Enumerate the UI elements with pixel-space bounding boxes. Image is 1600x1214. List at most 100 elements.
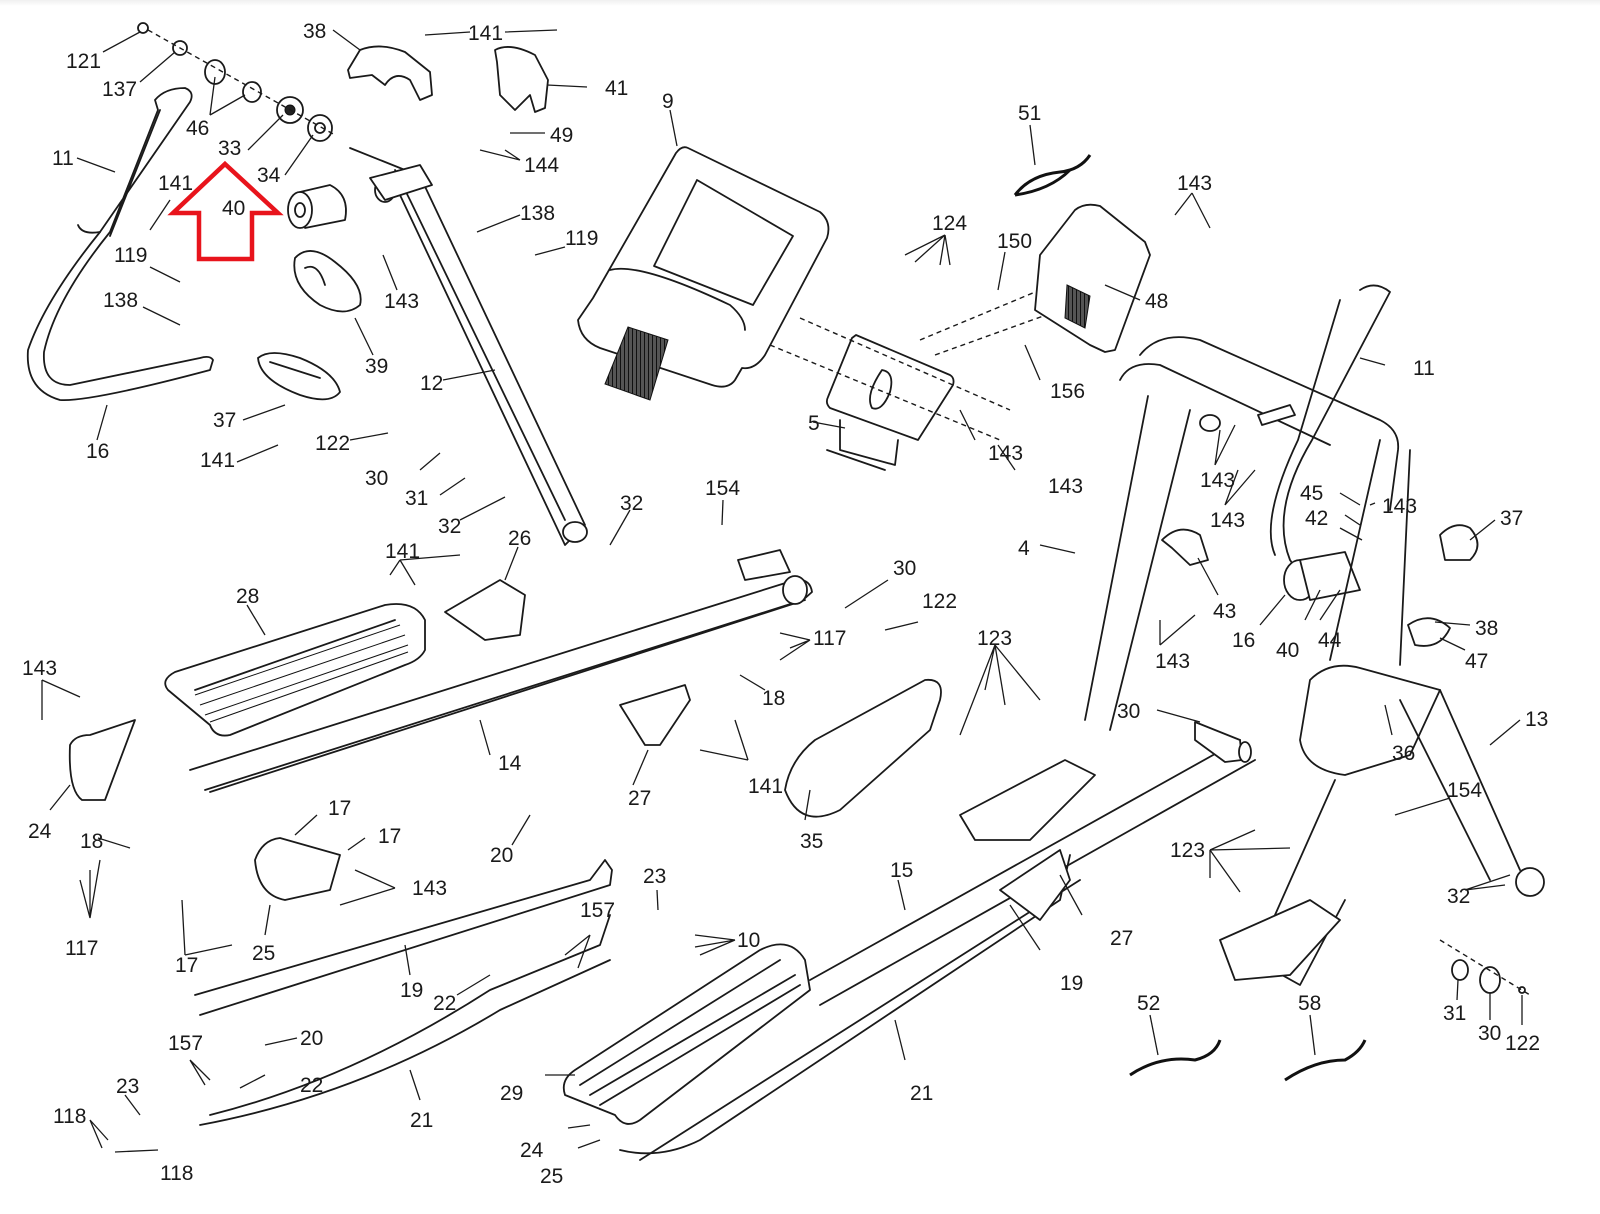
part-label-32: 32 <box>1447 885 1470 908</box>
part-label-24: 24 <box>520 1139 544 1162</box>
part-label-143: 143 <box>1200 469 1235 492</box>
part-29-right-pedal <box>562 943 811 1125</box>
part-label-11: 11 <box>52 147 74 170</box>
part-label-27: 27 <box>628 787 651 810</box>
part-label-40: 40 <box>222 197 245 220</box>
part-label-22: 22 <box>300 1074 323 1097</box>
part-label-4: 4 <box>1018 537 1030 560</box>
part-label-143: 143 <box>1048 475 1083 498</box>
part-label-157: 157 <box>168 1032 203 1055</box>
part-label-12: 12 <box>420 372 443 395</box>
part-30-axle-right <box>1194 721 1252 763</box>
part-43-bracket <box>1161 528 1209 566</box>
pivot-hardware-stack <box>137 22 336 142</box>
part-14-pedal-arm <box>189 549 813 793</box>
part-label-156: 156 <box>1050 380 1085 403</box>
part-label-13: 13 <box>1525 708 1548 731</box>
right-rail-15-21 <box>619 739 1256 1161</box>
part-40-roller <box>287 184 347 229</box>
part-label-25: 25 <box>540 1165 563 1188</box>
part-label-32: 32 <box>620 492 643 515</box>
part-label-11: 11 <box>1413 357 1435 380</box>
part-label-121: 121 <box>66 50 101 73</box>
part-label-18: 18 <box>80 830 103 853</box>
part-12-upper-arm <box>349 147 588 546</box>
part-5-console-bracket <box>769 289 1061 471</box>
part-label-138: 138 <box>520 202 555 225</box>
part-label-19: 19 <box>400 979 423 1002</box>
part-label-154: 154 <box>705 477 740 500</box>
part-label-122: 122 <box>1505 1032 1540 1055</box>
part-label-141: 141 <box>158 172 193 195</box>
part-label-43: 43 <box>1213 600 1236 623</box>
part-label-117: 117 <box>65 937 98 960</box>
part-label-36: 36 <box>1392 742 1415 765</box>
part-label-143: 143 <box>1155 650 1190 673</box>
part-label-118: 118 <box>160 1162 193 1185</box>
part-label-123: 123 <box>1170 839 1205 862</box>
highlight-up-arrow <box>167 160 284 262</box>
top-edge-shadow <box>0 0 1600 6</box>
part-label-52: 52 <box>1137 992 1160 1015</box>
part-label-15: 15 <box>890 859 913 882</box>
part-label-37: 37 <box>213 409 236 432</box>
part-38-right-cap <box>1407 617 1451 647</box>
part-label-31: 31 <box>405 487 428 510</box>
part-label-22: 22 <box>433 992 456 1015</box>
part-label-19: 19 <box>1060 972 1083 995</box>
part-label-40: 40 <box>1276 639 1299 662</box>
part-label-45: 45 <box>1300 482 1323 505</box>
part-label-17: 17 <box>175 954 198 977</box>
part-label-58: 58 <box>1298 992 1321 1015</box>
part-41-cover <box>494 46 549 113</box>
part-labels: 121 137 46 33 34 11 141 40 119 138 16 37… <box>22 20 1548 1188</box>
part-label-25: 25 <box>252 942 275 965</box>
part-label-29: 29 <box>500 1082 523 1105</box>
part-label-141: 141 <box>200 449 235 472</box>
part-label-38: 38 <box>303 20 326 43</box>
part-label-31: 31 <box>1443 1002 1466 1025</box>
part-label-51: 51 <box>1018 102 1041 125</box>
part-label-49: 49 <box>550 124 573 147</box>
part-label-42: 42 <box>1305 507 1328 530</box>
part-label-20: 20 <box>300 1027 323 1050</box>
part-label-24: 24 <box>28 820 52 843</box>
part-label-117: 117 <box>813 627 846 650</box>
part-39-shroud <box>293 250 362 313</box>
part-label-39: 39 <box>365 355 388 378</box>
part-label-37: 37 <box>1500 507 1523 530</box>
part-label-48: 48 <box>1145 290 1168 313</box>
part-label-123: 123 <box>977 627 1012 650</box>
part-label-143: 143 <box>384 290 419 313</box>
part-51-cable <box>1013 154 1092 197</box>
left-rail-19-21 <box>194 859 613 1126</box>
left-handlebar <box>26 87 214 402</box>
part-label-30: 30 <box>365 467 388 490</box>
part-label-143: 143 <box>1382 495 1417 518</box>
part-28-left-pedal <box>164 603 426 737</box>
part-label-137: 137 <box>102 78 137 101</box>
part-13-rear-leg <box>1219 689 1545 986</box>
part-36-pivot-shroud <box>1299 439 1441 776</box>
part-label-26: 26 <box>508 527 531 550</box>
part-52-cable <box>1129 1039 1222 1077</box>
part-9-console <box>577 146 830 401</box>
part-label-144: 144 <box>524 154 559 177</box>
part-label-157: 157 <box>580 899 615 922</box>
part-label-124: 124 <box>932 212 967 235</box>
part-label-141: 141 <box>468 22 503 45</box>
part-label-143: 143 <box>22 657 57 680</box>
part-25-endcap <box>254 837 341 901</box>
part-label-138: 138 <box>103 289 138 312</box>
part-label-143: 143 <box>988 442 1023 465</box>
part-label-21: 21 <box>910 1082 933 1105</box>
part-label-18: 18 <box>762 687 785 710</box>
part-label-10: 10 <box>737 929 760 952</box>
part-label-32: 32 <box>438 515 461 538</box>
part-48-rear-cover <box>1034 203 1151 353</box>
part-24-endcap <box>68 719 136 801</box>
part-label-23: 23 <box>116 1075 139 1098</box>
part-label-41: 41 <box>605 77 628 100</box>
part-label-141: 141 <box>385 540 420 563</box>
leader-lines <box>41 29 1523 1153</box>
